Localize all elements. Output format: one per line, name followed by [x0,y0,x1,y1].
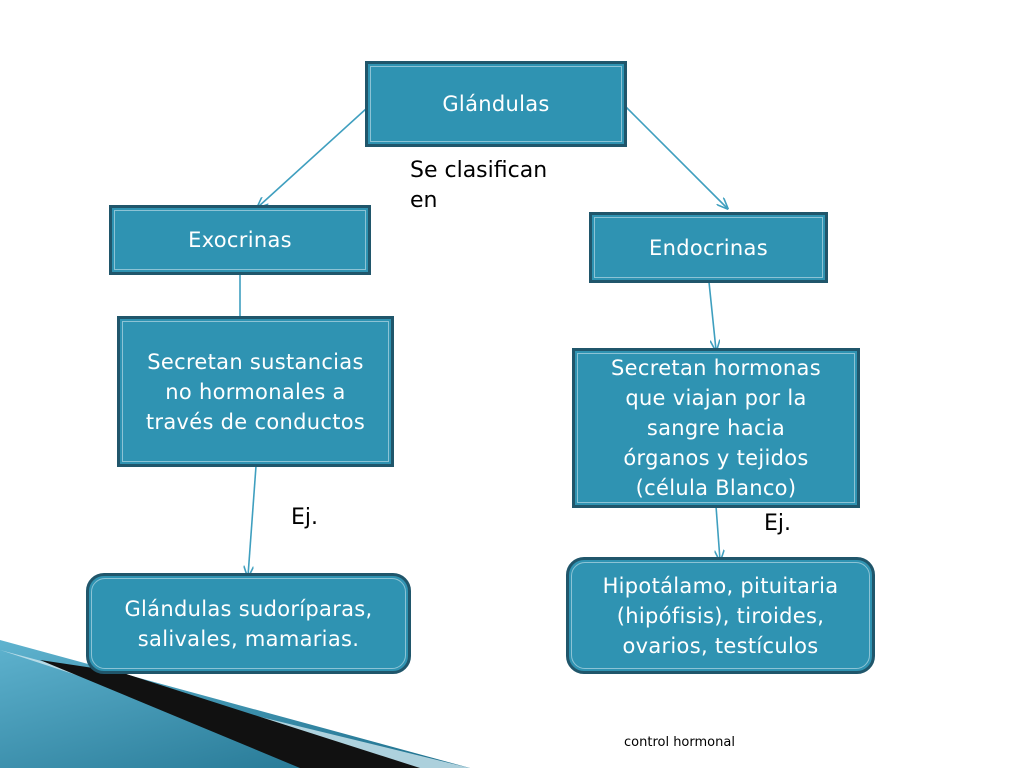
node-exocrinas-label: Exocrinas [188,228,292,252]
node-exocrinas: Exocrinas [109,205,371,275]
swoosh-dark [40,660,420,768]
node-endocrinas-description: Secretan hormonas que viajan por la sang… [572,348,860,508]
connector-endocrinas-to-desc [708,281,716,350]
example-label-left: Ej. [291,505,319,530]
connector-endo-desc-to-example [716,505,720,560]
connector-exo-desc-to-example [248,465,257,576]
example-label-right: Ej. [764,511,792,536]
node-endocrinas-description-text: Secretan hormonas que viajan por la sang… [611,356,821,500]
node-endocrinas-example: Hipotálamo, pituitaria (hipófisis), tiro… [566,557,875,674]
node-glandulas: Glándulas [365,61,627,147]
node-endocrinas-label: Endocrinas [649,235,768,260]
footer-title: control hormonal [624,735,735,750]
node-exocrinas-example: Glándulas sudoríparas, salivales, mamari… [86,573,411,674]
classification-label: Se clasifican en [410,158,548,213]
connector-glandulas-to-endocrinas [624,105,727,208]
node-endocrinas-example-text: Hipotálamo, pituitaria (hipófisis), tiro… [602,573,839,658]
node-glandulas-label: Glándulas [442,92,550,116]
node-exocrinas-description-text: Secretan sustancias no hormonales a trav… [145,349,366,434]
node-exocrinas-description: Secretan sustancias no hormonales a trav… [117,316,394,467]
connector-glandulas-to-exocrinas [258,107,368,207]
node-exocrinas-example-text: Glándulas sudoríparas, salivales, mamari… [124,596,373,651]
node-endocrinas: Endocrinas [589,212,828,283]
